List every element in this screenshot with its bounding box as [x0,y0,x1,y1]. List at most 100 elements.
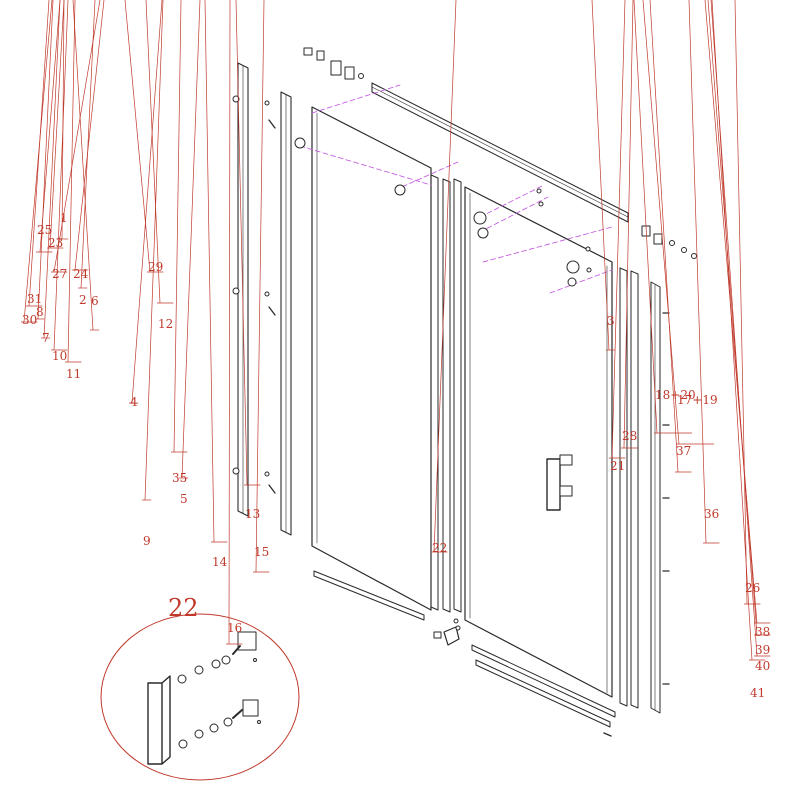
callout-leader [433,0,457,553]
callout-label: 12 [158,317,173,331]
callout-label: 13 [245,507,260,521]
callout-label: 26 [745,581,760,595]
guide-screw-icon [455,625,461,631]
callout-label: 23 [48,236,63,250]
callout-label: 14 [212,555,228,569]
fitting-30-icon [316,50,325,61]
callout-leader [144,0,164,501]
detail-knob-icon [242,699,259,717]
detail-washer-icon [221,655,231,665]
top-rail-edge [371,86,629,218]
callout-label: 31 [27,292,42,306]
detail-washer-icon [194,665,204,675]
screw-icon [268,484,276,494]
handle-mount-icon [559,454,573,466]
guide-screw-icon [453,618,459,624]
detail-washer-icon [194,729,204,739]
callout-label: 37 [676,444,691,458]
callout-leader [145,0,161,304]
right-profile-38 [619,267,628,707]
callout-leader [591,0,610,351]
wall-plug-icon [232,287,240,295]
callout-label: 39 [755,643,770,657]
callout-label: 21 [610,459,625,473]
washer-icon [536,188,542,194]
roller-12-icon [294,137,306,149]
callout-label: 41 [750,686,765,700]
detail-washer-icon [209,723,219,733]
callout-label: 9 [143,534,151,548]
detail-knob-icon [237,631,257,651]
callout-label: 15 [254,545,269,559]
wall-plug-icon [232,467,240,475]
callout-leader [228,0,231,645]
callout-label: 10 [52,349,67,363]
callout-label: 11 [66,367,81,381]
bolt-icon [681,247,687,253]
centre-profile [453,178,462,613]
roller-icon [567,277,577,287]
detail-label: 22 [168,594,199,622]
fitting-7-icon [330,60,342,76]
callout-leader [235,0,248,486]
callout-leader [37,0,54,320]
detail-circle [100,613,300,781]
top-rail [371,82,629,223]
callout-label: 28 [622,429,637,443]
profile-bar [280,91,292,536]
callout-leader [734,0,748,605]
handle-mount-icon [559,485,573,497]
fitting-16-icon [653,233,663,245]
callout-label: 36 [704,507,719,521]
callout-label: 29 [148,260,163,274]
callout-leader [131,0,163,404]
right-profile-39 [630,270,639,709]
bolt-icon [691,253,697,259]
washer-icon [538,201,544,207]
callout-leader [649,0,679,473]
callout-label: 22 [432,541,447,555]
callout-leader [611,0,626,459]
fixed-glass-panel [311,106,432,611]
fitting-11-icon [358,73,364,79]
detail-pin-icon [257,720,261,724]
callout-label: 30 [22,313,37,327]
assembly-axis [299,145,432,186]
bottom-seal-3 [313,570,425,621]
callout-label: 35 [172,471,187,485]
callout-leader [642,0,680,445]
screw-icon [264,291,270,297]
callout-leader [204,0,215,543]
callout-leader [173,0,182,453]
callout-label: 7 [42,331,50,345]
screw-icon [268,119,276,129]
wall-plug-icon [232,95,240,103]
callout-leader [124,0,151,273]
handle-bar [546,458,561,511]
callout-label: 25 [37,223,52,237]
centre-profile [442,178,451,613]
bolt-icon [669,240,675,246]
callout-leader [255,0,265,573]
callout-leader [53,0,101,273]
callout-label: 38 [755,625,770,639]
callout-leader [80,0,96,289]
bottom-seal-37 [471,644,616,718]
washer-icon [586,267,592,273]
sliding-glass-panel [464,186,613,698]
screw-icon [268,306,276,316]
callout-leader [74,0,105,271]
assembly-axis [479,196,549,233]
detail-bolt [232,709,243,719]
detail-bolt [232,645,241,655]
callout-leader [623,0,634,449]
roller-icon [473,211,487,225]
callout-leader [53,0,69,351]
callout-label: 2 [79,293,87,307]
roller-13-icon [477,227,489,239]
callout-label: 27 [52,267,67,281]
assembly-axis [549,269,613,294]
callout-label: 17+19 [677,393,718,407]
callout-label: 5 [180,492,188,506]
